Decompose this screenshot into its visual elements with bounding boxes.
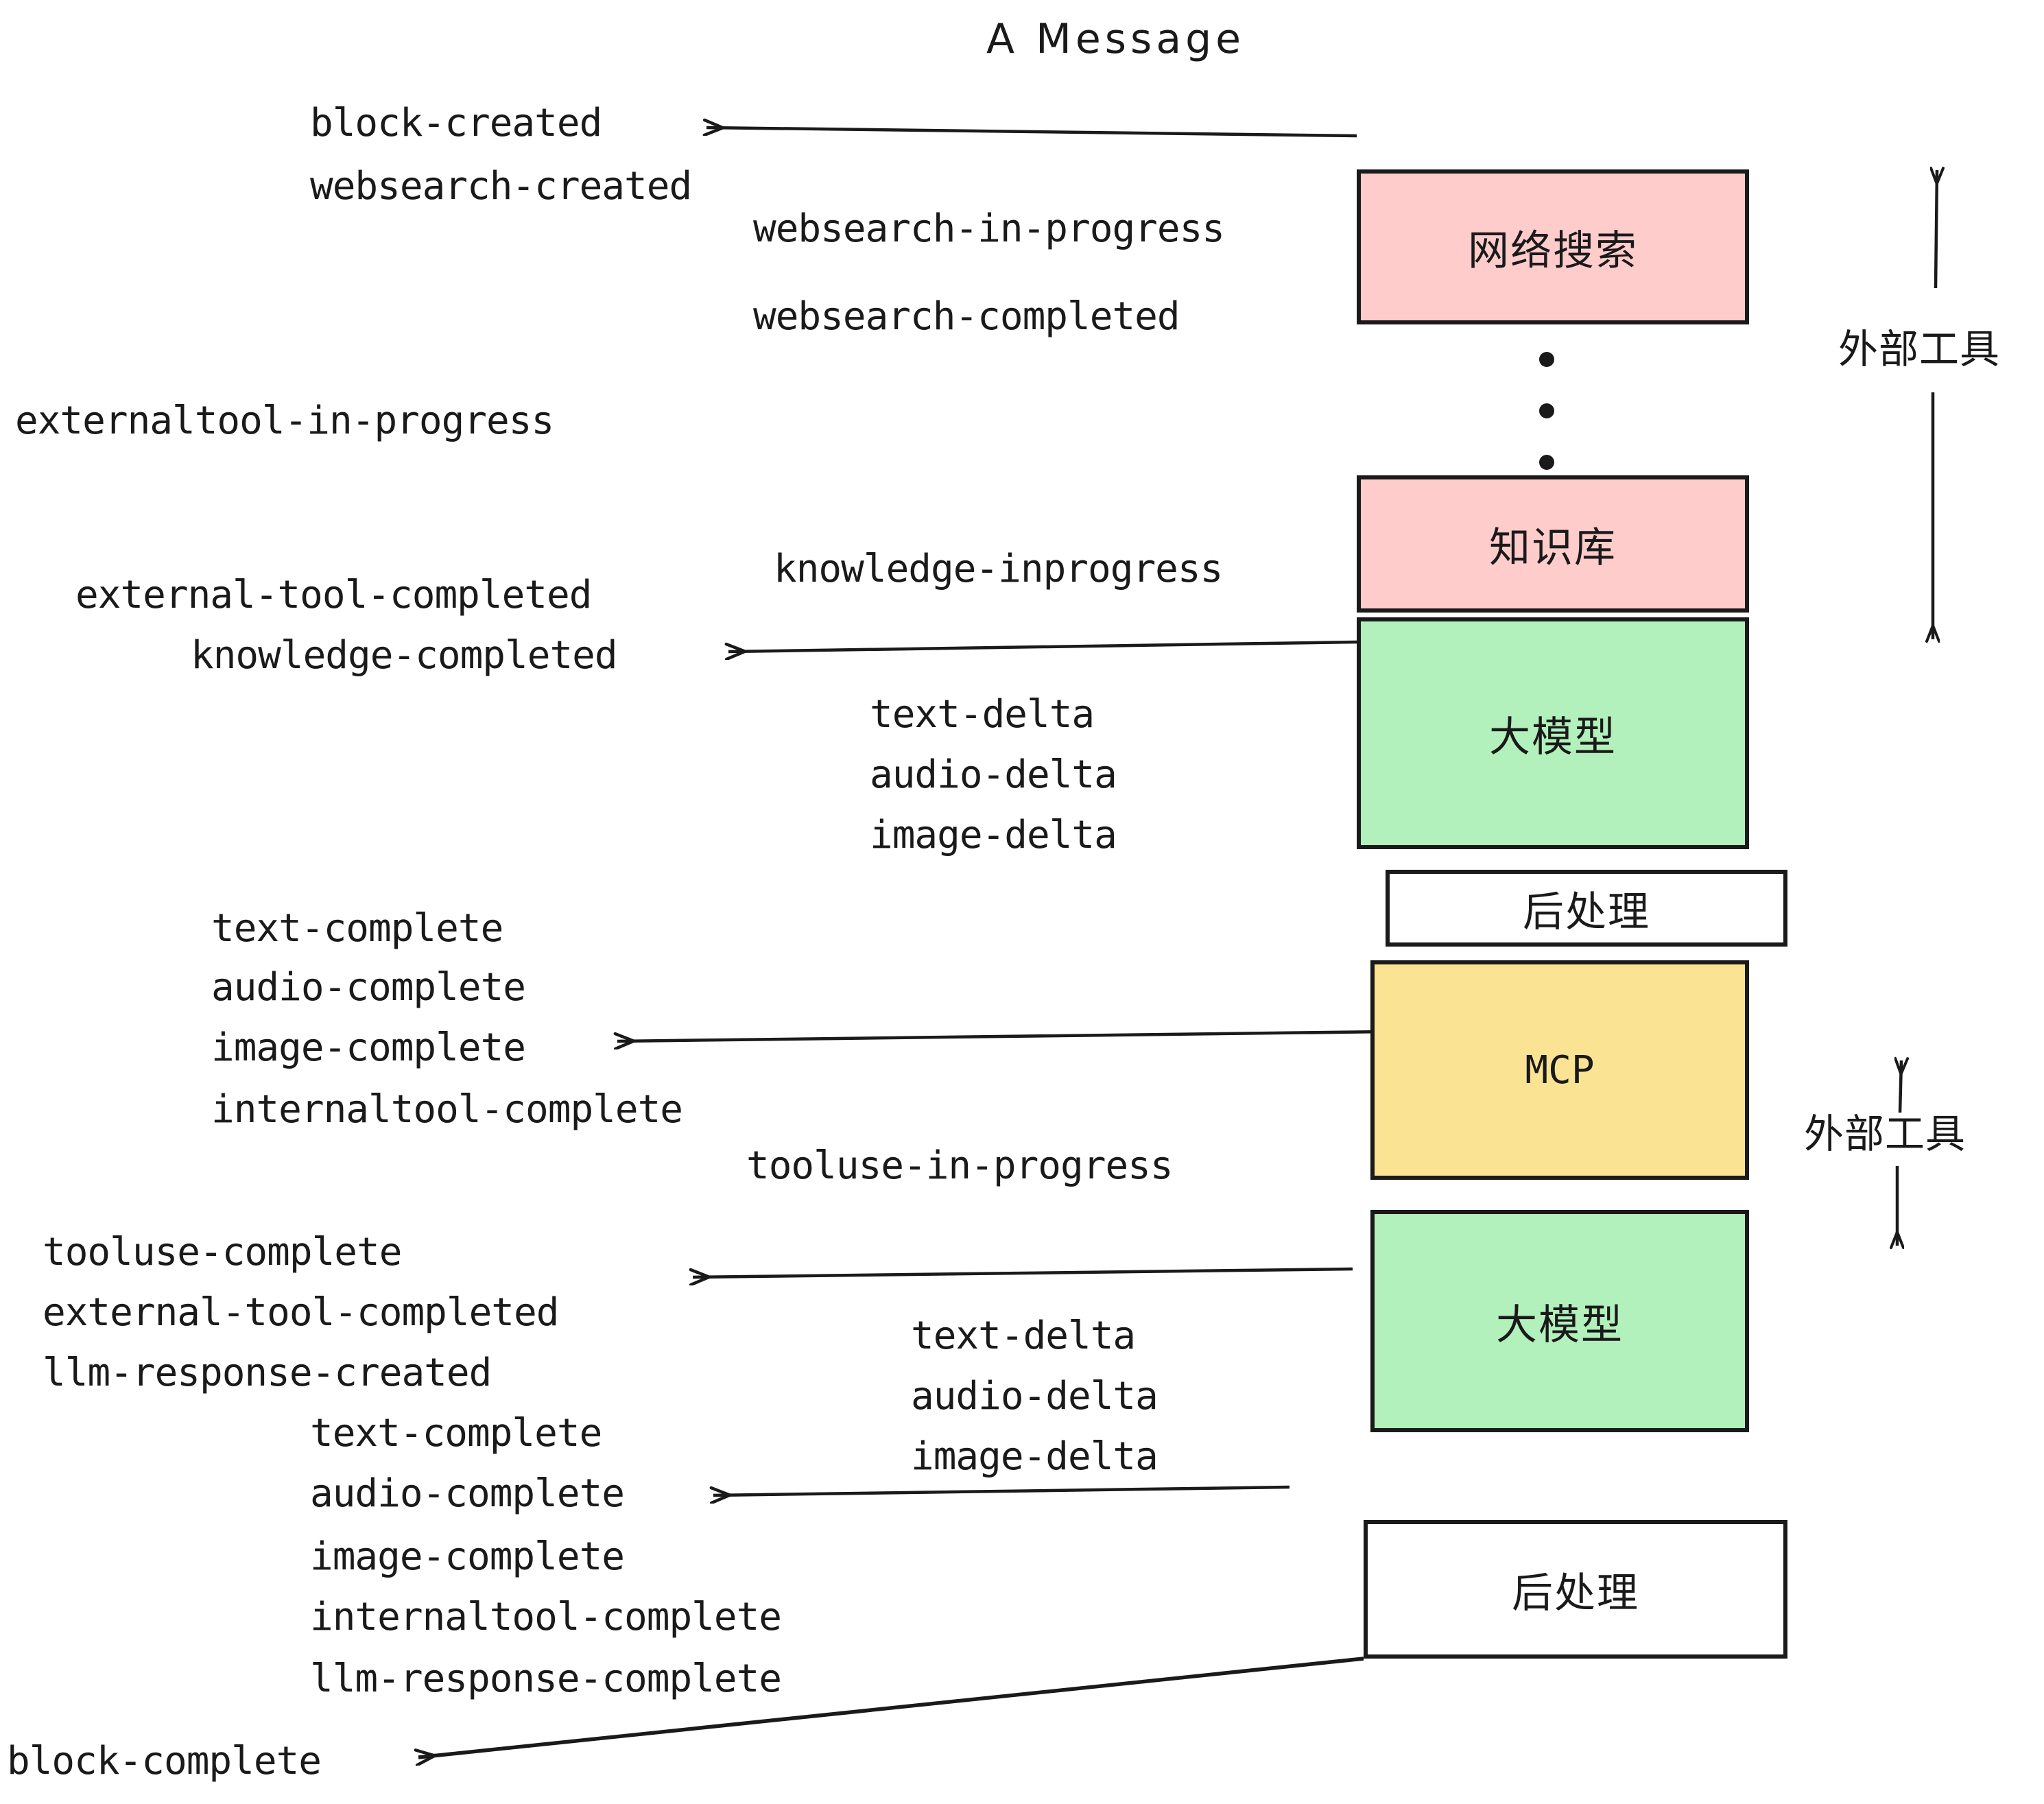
event-knowledge-completed: knowledge-completed: [191, 633, 618, 678]
event-image-complete-first: image-complete: [211, 1025, 526, 1070]
node-mcp[interactable]: MCP: [1370, 960, 1749, 1180]
event-audio-delta-first: audio-delta: [870, 752, 1117, 797]
group-label-external-tools-top: 外部工具: [1838, 326, 2001, 372]
node-llm-bottom[interactable]: 大模型: [1370, 1210, 1749, 1432]
node-label: 大模型: [1489, 713, 1617, 761]
arrow-knowledge-completed: [728, 640, 1357, 652]
node-label: 知识库: [1489, 523, 1617, 572]
external-tools-top-up-arrow: [1936, 170, 1937, 289]
event-block-created: block-created: [310, 101, 602, 145]
node-label: MCP: [1525, 1047, 1595, 1093]
event-image-delta-first: image-delta: [870, 813, 1117, 857]
arrow-tooluse-complete: [693, 1267, 1353, 1277]
node-label: 网络搜索: [1468, 226, 1638, 275]
arrow-block-created: [706, 128, 1357, 138]
event-websearch-completed: websearch-completed: [753, 294, 1180, 339]
event-internaltool-complete-first: internaltool-complete: [211, 1087, 683, 1132]
event-audio-delta-second: audio-delta: [911, 1374, 1158, 1419]
arrow-audio-complete: [713, 1485, 1290, 1495]
event-audio-complete-second: audio-complete: [310, 1471, 625, 1516]
page-title: A Message: [986, 15, 1246, 63]
node-label: 后处理: [1512, 1569, 1639, 1617]
event-external-tool-completed-first: external-tool-completed: [75, 573, 592, 617]
event-text-delta-first: text-delta: [870, 692, 1095, 737]
event-tooluse-in-progress: tooluse-in-progress: [746, 1143, 1174, 1188]
event-websearch-created: websearch-created: [310, 164, 692, 209]
event-image-complete-second: image-complete: [310, 1534, 625, 1579]
node-llm-top[interactable]: 大模型: [1357, 617, 1749, 849]
event-text-delta-second: text-delta: [911, 1314, 1136, 1358]
ellipsis-dot: [1539, 352, 1554, 367]
event-image-delta-second: image-delta: [911, 1434, 1158, 1479]
event-tooluse-complete: tooluse-complete: [43, 1230, 402, 1274]
node-label: 大模型: [1496, 1301, 1624, 1349]
event-internaltool-complete-second: internaltool-complete: [310, 1595, 782, 1639]
event-externaltool-in-progress: externaltool-in-progress: [15, 399, 554, 443]
event-text-complete-second: text-complete: [310, 1411, 602, 1456]
event-external-tool-completed-second: external-tool-completed: [43, 1290, 559, 1335]
node-websearch[interactable]: 网络搜索: [1357, 169, 1749, 324]
group-label-external-tools-bottom: 外部工具: [1804, 1111, 1966, 1157]
event-block-complete: block-complete: [7, 1739, 322, 1783]
event-text-complete-first: text-complete: [211, 906, 503, 951]
node-postprocess-top[interactable]: 后处理: [1386, 870, 1787, 947]
event-knowledge-inprogress: knowledge-inprogress: [774, 547, 1223, 591]
event-audio-complete-first: audio-complete: [211, 965, 526, 1010]
ellipsis-dot: [1539, 455, 1554, 470]
node-knowledge[interactable]: 知识库: [1357, 475, 1749, 613]
node-postprocess-bottom[interactable]: 后处理: [1364, 1520, 1787, 1659]
node-label: 后处理: [1523, 888, 1650, 936]
event-llm-response-complete: llm-response-complete: [310, 1657, 782, 1701]
event-websearch-in-progress: websearch-in-progress: [753, 206, 1225, 251]
ellipsis-dot: [1539, 403, 1554, 418]
arrow-image-complete: [617, 1030, 1386, 1041]
event-llm-response-created: llm-response-created: [43, 1351, 492, 1395]
